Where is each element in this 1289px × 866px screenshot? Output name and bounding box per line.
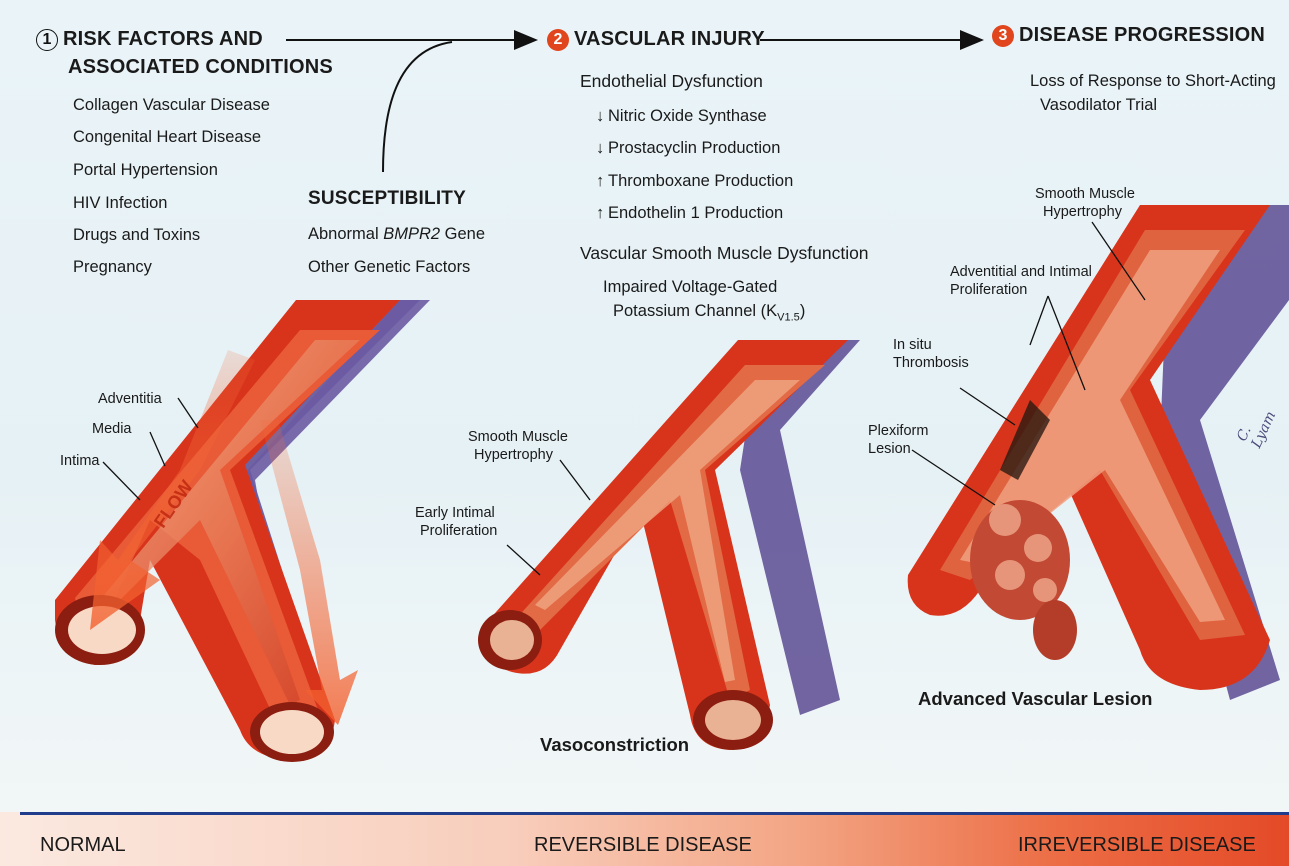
normal-vessel <box>55 300 430 762</box>
endothelial-item: ↓Prostacyclin Production <box>596 139 780 158</box>
progression-line1: Loss of Response to Short-Acting <box>1030 72 1276 91</box>
channel-subscript: V1.5 <box>777 311 800 323</box>
down-arrow-icon: ↓ <box>596 139 608 158</box>
label-hypertrophy-2: Hypertrophy <box>1043 203 1122 221</box>
label-smooth-muscle-1: Smooth Muscle <box>468 428 568 446</box>
channel-text: Potassium Channel (K <box>613 302 777 320</box>
risk-title-line2: ASSOCIATED CONDITIONS <box>68 56 333 79</box>
endothelial-item: ↑Endothelin 1 Production <box>596 204 783 223</box>
label-media: Media <box>92 420 132 438</box>
risk-factor-item: Drugs and Toxins <box>73 226 200 245</box>
step-3-badge: 3 <box>992 25 1014 47</box>
label-in-situ: In situ <box>893 336 932 354</box>
gene-name: BMPR2 <box>383 225 440 243</box>
risk-factor-item: Portal Hypertension <box>73 161 218 180</box>
label-early-intimal: Early Intimal <box>415 504 495 522</box>
plexiform-lesion <box>970 500 1077 660</box>
reversible-vessel <box>478 340 860 750</box>
endothelial-title: Endothelial Dysfunction <box>580 71 763 92</box>
susceptibility-title: SUSCEPTIBILITY <box>308 188 466 210</box>
up-arrow-icon: ↑ <box>596 204 608 223</box>
stage-reversible: REVERSIBLE DISEASE <box>534 834 752 857</box>
down-arrow-icon: ↓ <box>596 107 608 126</box>
channel-line2: Potassium Channel (KV1.5) <box>613 302 805 323</box>
stage-irreversible: IRREVERSIBLE DISEASE <box>1018 834 1256 857</box>
label-adventitia: Adventitia <box>98 390 162 408</box>
label-hypertrophy-1: Hypertrophy <box>474 446 553 464</box>
susceptibility-gene: Abnormal BMPR2 Gene <box>308 225 485 244</box>
endothelial-item-text: Nitric Oxide Synthase <box>608 107 767 125</box>
channel-close: ) <box>800 302 806 320</box>
label-smooth-muscle-2: Smooth Muscle <box>1035 185 1135 203</box>
stage-bar-rule <box>20 812 1289 815</box>
disease-progression-label: DISEASE PROGRESSION <box>1019 24 1265 46</box>
step-1-badge: 1 <box>36 29 58 51</box>
risk-factor-item: HIV Infection <box>73 194 167 213</box>
vascular-injury-label: VASCULAR INJURY <box>574 28 765 50</box>
label-lesion: Lesion <box>868 440 911 458</box>
label-early-proliferation: Proliferation <box>420 522 497 540</box>
label-advanced-proliferation: Proliferation <box>950 281 1027 299</box>
channel-line1: Impaired Voltage-Gated <box>603 278 777 297</box>
endothelial-item-text: Endothelin 1 Production <box>608 204 783 222</box>
endothelial-item: ↑Thromboxane Production <box>596 172 793 191</box>
risk-title-line1: RISK FACTORS AND <box>63 28 263 50</box>
gene-suffix: Gene <box>440 225 485 243</box>
caption-vasoconstriction: Vasoconstriction <box>540 734 689 756</box>
gene-prefix: Abnormal <box>308 225 383 243</box>
risk-factor-item: Congenital Heart Disease <box>73 128 261 147</box>
label-intima: Intima <box>60 452 100 470</box>
label-plexiform: Plexiform <box>868 422 928 440</box>
step-2-badge: 2 <box>547 29 569 51</box>
risk-factor-item: Pregnancy <box>73 258 152 277</box>
caption-advanced-lesion: Advanced Vascular Lesion <box>918 688 1152 710</box>
label-thrombosis: Thrombosis <box>893 354 969 372</box>
progression-line2: Vasodilator Trial <box>1040 96 1157 115</box>
endothelial-item: ↓Nitric Oxide Synthase <box>596 107 767 126</box>
up-arrow-icon: ↑ <box>596 172 608 191</box>
endothelial-item-text: Prostacyclin Production <box>608 139 780 157</box>
risk-factor-item: Collagen Vascular Disease <box>73 96 270 115</box>
label-adventitial-intimal: Adventitial and Intimal <box>950 263 1092 281</box>
smooth-muscle-title: Vascular Smooth Muscle Dysfunction <box>580 243 869 264</box>
stage-normal: NORMAL <box>40 834 126 857</box>
endothelial-item-text: Thromboxane Production <box>608 172 793 190</box>
susceptibility-other: Other Genetic Factors <box>308 258 470 277</box>
